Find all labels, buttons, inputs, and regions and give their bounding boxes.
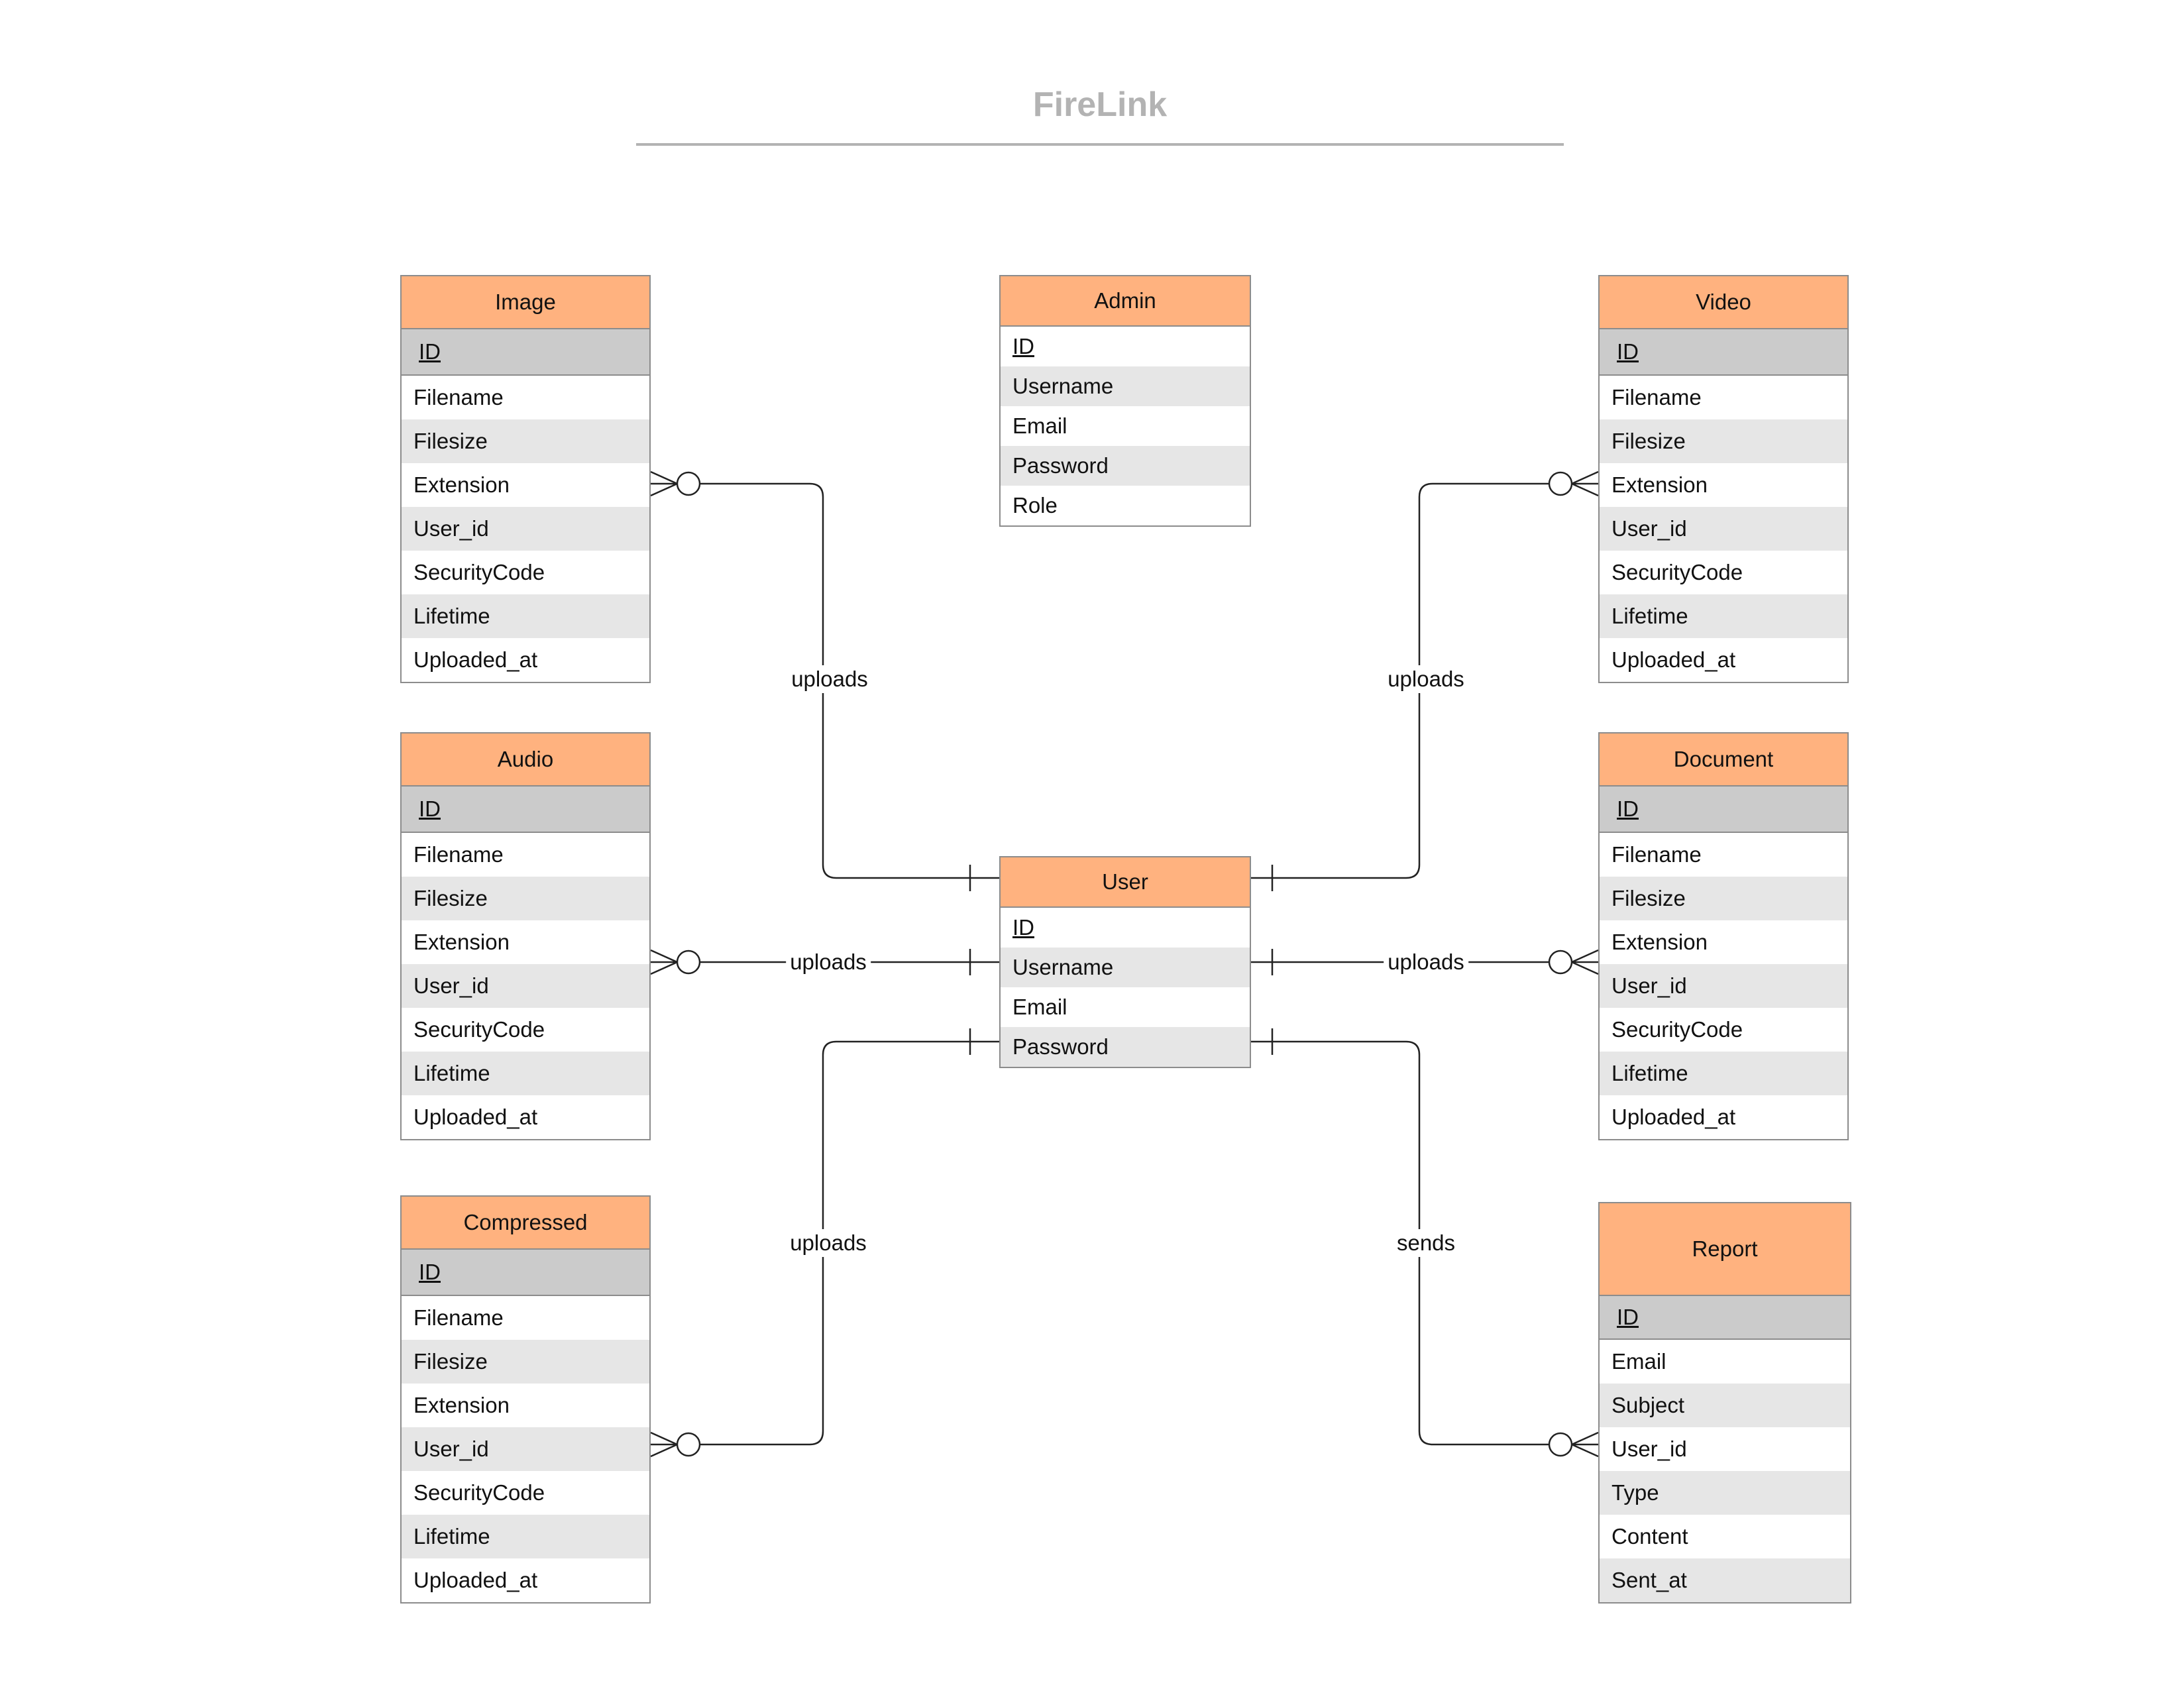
link-user-video-crowfoot <box>1571 470 1599 497</box>
attribute-filesize: Filesize <box>1600 877 1847 920</box>
link-user-report-crowfoot <box>1571 1431 1599 1458</box>
attribute-id: ID <box>1012 915 1034 940</box>
attribute-user-id: User_id <box>402 507 649 551</box>
attribute-username: Username <box>1001 366 1250 406</box>
attribute-user-id: User_id <box>402 1427 649 1471</box>
attribute-extension: Extension <box>413 1393 510 1417</box>
attribute-email: Email <box>1012 413 1067 438</box>
relationship-label-image: uploads <box>787 665 872 693</box>
attribute-id: ID <box>1600 1296 1850 1340</box>
attribute-filesize: Filesize <box>402 877 649 920</box>
attribute-uploaded-at: Uploaded_at <box>413 1568 538 1592</box>
attribute-uploaded-at: Uploaded_at <box>413 1105 538 1129</box>
relationship-label-video: uploads <box>1384 665 1468 693</box>
link-user-report-zero-marker <box>1548 1432 1573 1457</box>
attribute-securitycode: SecurityCode <box>413 1017 545 1042</box>
attribute-sent-at: Sent_at <box>1600 1558 1850 1602</box>
link-user-image-crowfoot <box>650 470 678 497</box>
link-user-audio-crowfoot <box>650 949 678 975</box>
attribute-securitycode: SecurityCode <box>1611 560 1743 584</box>
link-user-image-zero-marker <box>676 471 701 496</box>
attribute-id: ID <box>1600 787 1847 833</box>
attribute-filename: Filename <box>413 1305 504 1330</box>
attribute-extension: Extension <box>1611 930 1708 954</box>
attribute-uploaded-at: Uploaded_at <box>1611 1105 1736 1129</box>
attribute-subject: Subject <box>1600 1384 1850 1427</box>
attribute-lifetime: Lifetime <box>402 1515 649 1558</box>
attribute-securitycode: SecurityCode <box>1611 1017 1743 1042</box>
diagram-title: FireLink <box>1032 85 1168 124</box>
attribute-password: Password <box>1001 1027 1250 1067</box>
entity-video-header: Video <box>1600 276 1847 329</box>
attribute-user-id: User_id <box>1611 1437 1687 1461</box>
relationship-label-compressed: uploads <box>786 1229 871 1257</box>
attribute-email: Email <box>1012 995 1067 1019</box>
relationship-label-report: sends <box>1392 1229 1460 1257</box>
attribute-id: ID <box>402 787 649 833</box>
link-user-document-zero-marker <box>1548 950 1573 975</box>
link-user-video-zero-marker <box>1548 471 1573 496</box>
attribute-securitycode: SecurityCode <box>413 560 545 584</box>
attribute-lifetime: Lifetime <box>1600 594 1847 638</box>
attribute-extension: Extension <box>413 472 510 497</box>
attribute-user-id: User_id <box>1600 964 1847 1008</box>
attribute-password: Password <box>1001 446 1250 486</box>
title-divider <box>636 143 1564 146</box>
attribute-uploaded-at: Uploaded_at <box>1611 647 1736 672</box>
attribute-id: ID <box>402 329 649 376</box>
attribute-user-id: User_id <box>1600 507 1847 551</box>
attribute-filesize: Filesize <box>402 1340 649 1384</box>
attribute-lifetime: Lifetime <box>402 1052 649 1095</box>
attribute-filename: Filename <box>413 385 504 409</box>
attribute-email: Email <box>1611 1349 1666 1374</box>
attribute-filesize: Filesize <box>402 419 649 463</box>
attribute-filename: Filename <box>1611 385 1702 409</box>
relationship-label-audio: uploads <box>786 948 871 976</box>
attribute-filesize: Filesize <box>1600 419 1847 463</box>
entity-document-header: Document <box>1600 734 1847 787</box>
attribute-user-id: User_id <box>402 964 649 1008</box>
attribute-id: ID <box>1012 334 1034 358</box>
attribute-id: ID <box>402 1250 649 1296</box>
entity-report-header: Report <box>1600 1203 1850 1296</box>
attribute-role: Role <box>1012 493 1058 517</box>
entity-compressed-header: Compressed <box>402 1197 649 1250</box>
attribute-filename: Filename <box>1611 842 1702 867</box>
link-user-audio-zero-marker <box>676 950 701 975</box>
attribute-type: Type <box>1600 1471 1850 1515</box>
link-user-document-crowfoot <box>1571 949 1599 975</box>
link-user-compressed-zero-marker <box>676 1432 701 1457</box>
attribute-id: ID <box>1600 329 1847 376</box>
attribute-lifetime: Lifetime <box>402 594 649 638</box>
entity-admin-header: Admin <box>1001 276 1250 327</box>
link-user-compressed-crowfoot <box>650 1431 678 1458</box>
attribute-filename: Filename <box>413 842 504 867</box>
attribute-securitycode: SecurityCode <box>413 1480 545 1505</box>
attribute-content: Content <box>1611 1524 1688 1549</box>
entity-user-header: User <box>1001 857 1250 908</box>
attribute-extension: Extension <box>1611 472 1708 497</box>
attribute-extension: Extension <box>413 930 510 954</box>
attribute-username: Username <box>1001 948 1250 987</box>
attribute-lifetime: Lifetime <box>1600 1052 1847 1095</box>
entity-image-header: Image <box>402 276 649 329</box>
attribute-uploaded-at: Uploaded_at <box>413 647 538 672</box>
relationship-label-document: uploads <box>1384 948 1468 976</box>
entity-audio-header: Audio <box>402 734 649 787</box>
